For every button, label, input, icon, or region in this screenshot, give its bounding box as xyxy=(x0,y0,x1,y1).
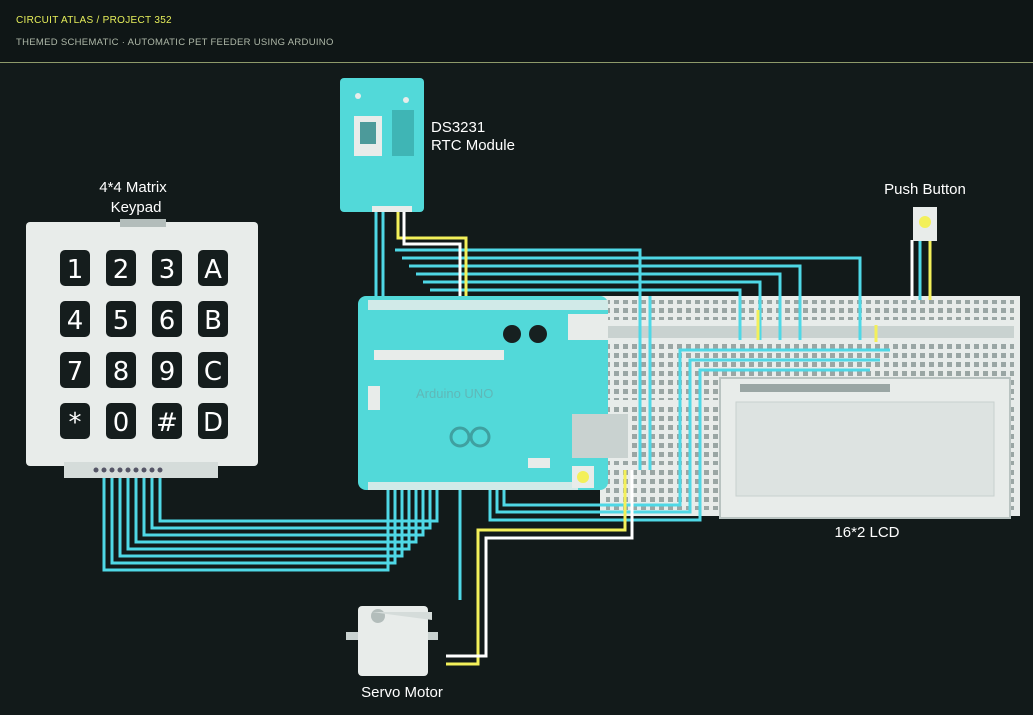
keypad-key-label: 0 xyxy=(113,408,130,438)
keypad-pin-row xyxy=(93,467,163,473)
keypad-key[interactable]: 7 xyxy=(60,352,90,388)
keypad-key[interactable]: 9 xyxy=(152,352,182,388)
keypad-key-label: 6 xyxy=(159,306,176,336)
push-button-label: Push Button xyxy=(884,181,966,198)
arduino-uno-board xyxy=(358,296,628,490)
keypad-key[interactable]: 0 xyxy=(106,403,136,439)
keypad-key-label: 9 xyxy=(159,357,176,387)
keypad-key[interactable]: A xyxy=(198,250,228,286)
push-button xyxy=(913,207,937,241)
lcd-label: 16*2 LCD xyxy=(834,524,899,541)
keypad-key-label: * xyxy=(69,408,82,438)
keypad-label-line2: Keypad xyxy=(111,199,162,216)
keypad-key-label: 4 xyxy=(67,306,84,336)
keypad-key-label: D xyxy=(203,408,223,438)
keypad-key[interactable]: 3 xyxy=(152,250,182,286)
keypad-key[interactable]: 6 xyxy=(152,301,182,337)
rtc-module xyxy=(340,78,424,212)
arduino-silkscreen: Arduino UNO xyxy=(416,386,493,401)
servo-label: Servo Motor xyxy=(361,684,443,701)
keypad-key-label: 2 xyxy=(113,255,130,285)
keypad-key[interactable]: B xyxy=(198,301,228,337)
keypad-key-label: A xyxy=(204,255,222,285)
keypad-key[interactable]: 5 xyxy=(106,301,136,337)
keypad-key[interactable]: * xyxy=(60,403,90,439)
keypad-key[interactable]: C xyxy=(198,352,228,388)
schematic-subtitle: THEMED SCHEMATIC · AUTOMATIC PET FEEDER … xyxy=(16,37,334,48)
keypad-key-label: 3 xyxy=(159,255,176,285)
servo-motor xyxy=(346,606,438,676)
lcd-16x2 xyxy=(719,377,1011,519)
rtc-label-line1: DS3231 xyxy=(431,119,485,136)
keypad-key[interactable]: 1 xyxy=(60,250,90,286)
keypad-key-label: B xyxy=(204,306,222,336)
keypad-key-label: 1 xyxy=(67,255,84,285)
keypad-key[interactable]: 4 xyxy=(60,301,90,337)
wires-cyan xyxy=(102,210,922,600)
keypad-label-line1: 4*4 Matrix xyxy=(99,179,167,196)
keypad-key[interactable]: 2 xyxy=(106,250,136,286)
keypad-key-label: 7 xyxy=(67,357,84,387)
wires-power xyxy=(396,210,932,666)
keypad-key-label: 5 xyxy=(113,306,130,336)
keypad-key-label: # xyxy=(156,408,178,438)
brand-title: CIRCUIT ATLAS / PROJECT 352 xyxy=(16,15,172,26)
keypad-key-label: C xyxy=(204,357,222,387)
rtc-label-line2: RTC Module xyxy=(431,137,515,154)
title-bar: CIRCUIT ATLAS / PROJECT 352 THEMED SCHEM… xyxy=(0,0,1033,63)
keypad-key[interactable]: 8 xyxy=(106,352,136,388)
keypad-key[interactable]: D xyxy=(198,403,228,439)
keypad-key-label: 8 xyxy=(113,357,130,387)
keypad-key[interactable]: # xyxy=(152,403,182,439)
